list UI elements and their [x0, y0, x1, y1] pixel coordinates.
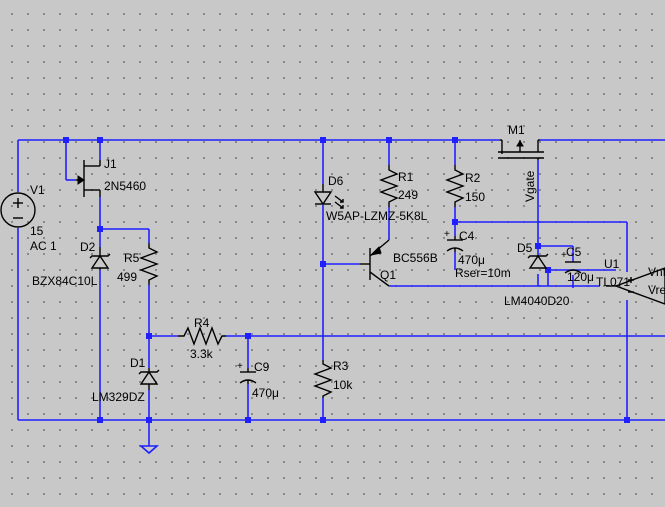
v1-value: 15	[30, 224, 44, 238]
net-label-vnfb: Vnf	[648, 265, 665, 279]
v1-ref: V1	[30, 183, 45, 197]
d6-value: W5AP-LZMZ-5K8L	[326, 209, 428, 223]
c9-capacitor[interactable]: + C9 470μ	[237, 360, 279, 400]
r2-value: 150	[465, 190, 485, 204]
d6-led[interactable]: D6 W5AP-LZMZ-5K8L	[313, 174, 428, 223]
d1-value: LM329DZ	[92, 390, 145, 404]
c5-value: 120μ	[567, 270, 594, 284]
c4-polarity-mark: +	[444, 229, 450, 240]
d2-value: BZX84C10L	[32, 274, 98, 288]
c5-ref: C5	[566, 245, 582, 259]
d5-voltage-reference[interactable]: D5 LM4040D20	[504, 241, 570, 308]
c4-value: 470μ	[458, 253, 485, 267]
d5-ref: D5	[517, 241, 533, 255]
r2-resistor[interactable]: R2 150	[445, 165, 485, 207]
r2-ref: R2	[465, 171, 481, 185]
m1-mosfet[interactable]: M1	[498, 123, 544, 160]
v1-voltage-source[interactable]: V1 15 AC 1	[0, 183, 57, 253]
r3-ref: R3	[333, 359, 349, 373]
m1-ref: M1	[508, 123, 525, 137]
c9-polarity-mark: +	[237, 361, 243, 372]
d2-zener-diode[interactable]: D2 BZX84C10L	[32, 240, 111, 288]
u1-ref: U1	[604, 257, 620, 271]
c9-ref: C9	[254, 360, 270, 374]
c5-capacitor[interactable]: + C5 120μ	[561, 245, 594, 284]
r1-resistor[interactable]: R1 249	[379, 165, 418, 207]
c4-esr: Rser=10m	[455, 266, 511, 280]
q1-ref: Q1	[380, 268, 396, 282]
r5-ref: R5	[124, 251, 140, 265]
r3-value: 10k	[333, 378, 353, 392]
junction-dots	[63, 137, 630, 423]
r4-value: 3.3k	[190, 347, 214, 361]
c4-capacitor[interactable]: + C4 470μ Rser=10m	[444, 229, 511, 280]
r4-ref: R4	[194, 316, 210, 330]
r4-resistor[interactable]: R4 3.3k	[178, 316, 226, 361]
c5-polarity-mark: +	[561, 250, 567, 261]
d6-ref: D6	[328, 174, 344, 188]
r5-resistor[interactable]: R5 499	[117, 243, 159, 285]
c9-value: 470μ	[252, 386, 279, 400]
r1-value: 249	[398, 188, 418, 202]
d1-ref: D1	[130, 356, 146, 370]
wires	[17, 139, 665, 446]
ground-symbol	[138, 445, 160, 455]
q1-pnp-transistor[interactable]: BC556B Q1	[360, 239, 438, 287]
j1-value: 2N5460	[104, 179, 146, 193]
r5-value: 499	[117, 270, 137, 284]
net-label-vgate: Vgate	[523, 170, 537, 202]
j1-ref: J1	[104, 157, 117, 171]
r1-ref: R1	[398, 170, 414, 184]
d2-ref: D2	[80, 240, 96, 254]
net-label-vref: Vre	[648, 283, 665, 297]
j1-jfet[interactable]: J1 2N5460	[76, 157, 146, 197]
u1-value: TL071	[596, 275, 630, 289]
c4-ref: C4	[459, 229, 475, 243]
d1-zener-diode[interactable]: D1 LM329DZ	[92, 356, 160, 404]
u1-opamp[interactable]: U1 TL071 Vnf Vre	[596, 257, 665, 305]
v1-ac: AC 1	[30, 239, 57, 253]
r3-resistor[interactable]: R3 10k	[313, 359, 353, 398]
q1-value: BC556B	[393, 251, 438, 265]
d5-value: LM4040D20	[504, 294, 570, 308]
